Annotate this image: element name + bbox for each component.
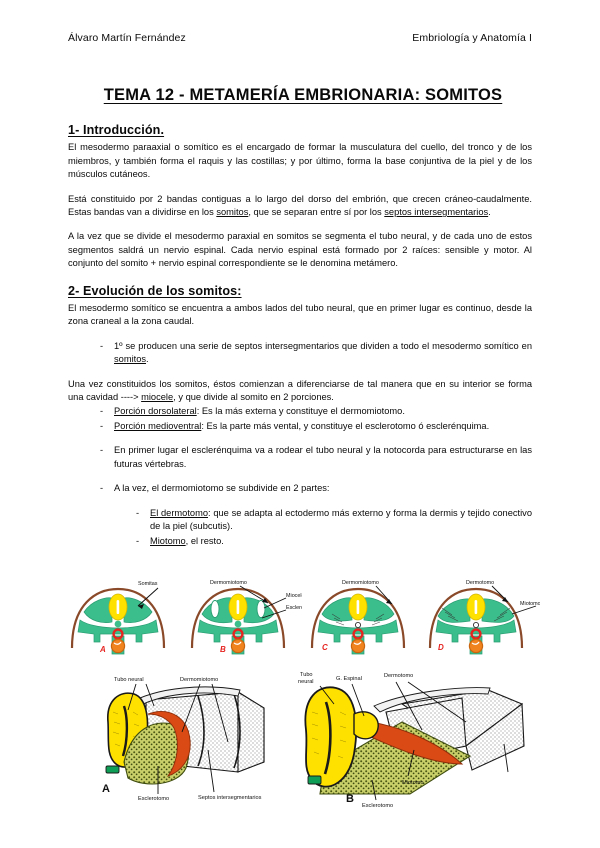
figure-label-esclerotomo-lower-b: Esclerotomo [362, 803, 393, 809]
label-el-dermotomo: El dermotomo [150, 507, 209, 518]
label-porcion-dorsolateral: Porción dorsolateral [114, 405, 197, 416]
list-item-dermotomo: El dermotomo: que se adapta al ectodermo… [128, 507, 532, 534]
panel-letter-a: A [99, 645, 106, 654]
figure-letter-lower-b: B [346, 793, 354, 805]
panel-letter-c: C [322, 643, 328, 652]
paragraph-intro-2-part3: . [488, 207, 491, 218]
label-porcion-medioventral: Porción medioventral [114, 420, 202, 431]
figure-label-dermotomo-b: Dermotomo [384, 673, 413, 679]
text-porcion-dorsolateral: : Es la más externa y constituye el derm… [196, 405, 405, 416]
list-item-septos-part1: 1º se producen una serie de septos inter… [114, 340, 532, 351]
paragraph-intro-3: A la vez que se divide el mesodermo para… [68, 231, 532, 269]
figure-label-miocele: Miocele [286, 593, 302, 599]
figure-label-tubo-neural-b2: neural [298, 679, 314, 685]
figure-panel-b: B Dermomiotomo Miocele Esclerotomo [182, 576, 302, 658]
bullet-list-dermomiotomo: A la vez, el dermomiotomo se subdivide e… [92, 482, 532, 496]
document-body: 1- Introducción. El mesodermo paraaxial … [68, 123, 532, 560]
bullet-list-esclerenquima: En primer lugar el esclerénquima va a ro… [92, 444, 532, 471]
figure-label-somitas: Somitas [138, 581, 158, 587]
header-author: Álvaro Martín Fernández [68, 32, 186, 44]
list-item-medioventral: Porción medioventral: Es la parte más ve… [92, 420, 532, 434]
figure-row-cross-sections: A Somitas [62, 576, 540, 658]
list-item-esclerenquima: En primer lugar el esclerénquima va a ro… [92, 444, 532, 471]
paragraph-intro-1: El mesodermo paraaxial o somítico es el … [68, 142, 532, 180]
bullet-list-porciones: Porción dorsolateral: Es la más externa … [92, 405, 532, 434]
panel-letter-d: D [438, 643, 444, 652]
figure-label-tubo-neural-b: Tubo [300, 672, 313, 678]
figure-label-dermotomo-d: Dermotomo [466, 580, 494, 586]
list-item-septos-part2: . [146, 354, 149, 365]
paragraph-evolucion-2-part1: Una vez constituidos los somitos, éstos … [68, 378, 532, 403]
text-miotomo: , el resto. [185, 536, 224, 547]
list-item-miotomo: Miotomo, el resto. [128, 535, 532, 549]
section-heading-introduccion: 1- Introducción. [68, 123, 165, 137]
figure-row-3d-blocks: Tubo neural Dermomiotomo Esclerotomo Sep… [88, 660, 530, 809]
figure-label-esclerotomo-lower-a: Esclerotomo [138, 796, 169, 802]
figure-lower-b: Tubo neural G. Espinal Dermotomo Miotomo… [290, 660, 530, 810]
paragraph-evolucion-1: El mesodermo somítico se encuentra a amb… [68, 303, 532, 327]
figure-label-miotomo-lower-b: Miotomo [402, 780, 423, 786]
figure-lower-a: Tubo neural Dermomiotomo Esclerotomo Sep… [88, 666, 298, 802]
document-header: Álvaro Martín Fernández Embriología y An… [68, 32, 532, 44]
term-somitos: somitos [216, 207, 249, 218]
page-title: TEMA 12 - METAMERÍA EMBRIONARIA: SOMITOS [103, 86, 503, 104]
figure-label-dermomiotomo-c: Dermomiotomo [342, 580, 379, 586]
term-septos-intersegmentarios: septos intersegmentarios [384, 207, 489, 218]
text-porcion-medioventral: : Es la parte más vental, y constituye e… [201, 420, 490, 431]
figure-label-dermomiotomo-lower-a: Dermomiotomo [180, 677, 218, 683]
figure-label-esclerotomo-b: Esclerotomo [286, 605, 302, 611]
paragraph-intro-2-part2: , que se separan entre sí por los [248, 207, 385, 218]
paragraph-intro-2-part1: Está constituido por 2 bandas contiguas … [68, 193, 532, 218]
list-item-septos: 1º se producen una serie de septos inter… [92, 340, 532, 367]
figure-label-septos-intersegmentarios: Septos intersegmentarios [198, 795, 262, 801]
section-heading-evolucion: 2- Evolución de los somitos: [68, 283, 242, 298]
figure-panel-a: A Somitas [62, 576, 182, 658]
figure-label-dermomiotomo-b: Dermomiotomo [210, 580, 247, 586]
figure-panel-d: D Dermotomo Miotomo [420, 576, 540, 658]
paragraph-evolucion-2-part2: , y que divide al somito en 2 porciones. [173, 392, 334, 403]
figure-label-miotomo-d: Miotomo [520, 601, 540, 607]
paragraph-evolucion-2: Una vez constituidos los somitos, éstos … [68, 378, 532, 405]
list-item-dermomiotomo-intro: A la vez, el dermomiotomo se subdivide e… [92, 482, 532, 496]
header-course: Embriología y Anatomía I [412, 32, 532, 44]
panel-letter-b: B [220, 645, 226, 654]
label-miotomo: Miotomo [150, 536, 186, 547]
bullet-list-subpartes: El dermotomo: que se adapta al ectodermo… [128, 507, 532, 550]
term-somitos-2: somitos [114, 354, 147, 365]
figure-label-tubo-neural-a: Tubo neural [114, 677, 144, 683]
term-miocele: miocele [141, 392, 174, 403]
figure-panel-c: C Dermomiotomo [302, 576, 422, 658]
figure-label-g-espinal: G. Espinal [336, 676, 362, 682]
text-el-dermotomo: : que se adapta al ectodermo más externo… [150, 507, 532, 531]
list-item-dorsolateral: Porción dorsolateral: Es la más externa … [92, 405, 532, 419]
figure-letter-lower-a: A [102, 783, 110, 795]
paragraph-intro-2: Está constituido por 2 bandas contiguas … [68, 193, 532, 220]
bullet-list-septos: 1º se producen una serie de septos inter… [92, 340, 532, 367]
